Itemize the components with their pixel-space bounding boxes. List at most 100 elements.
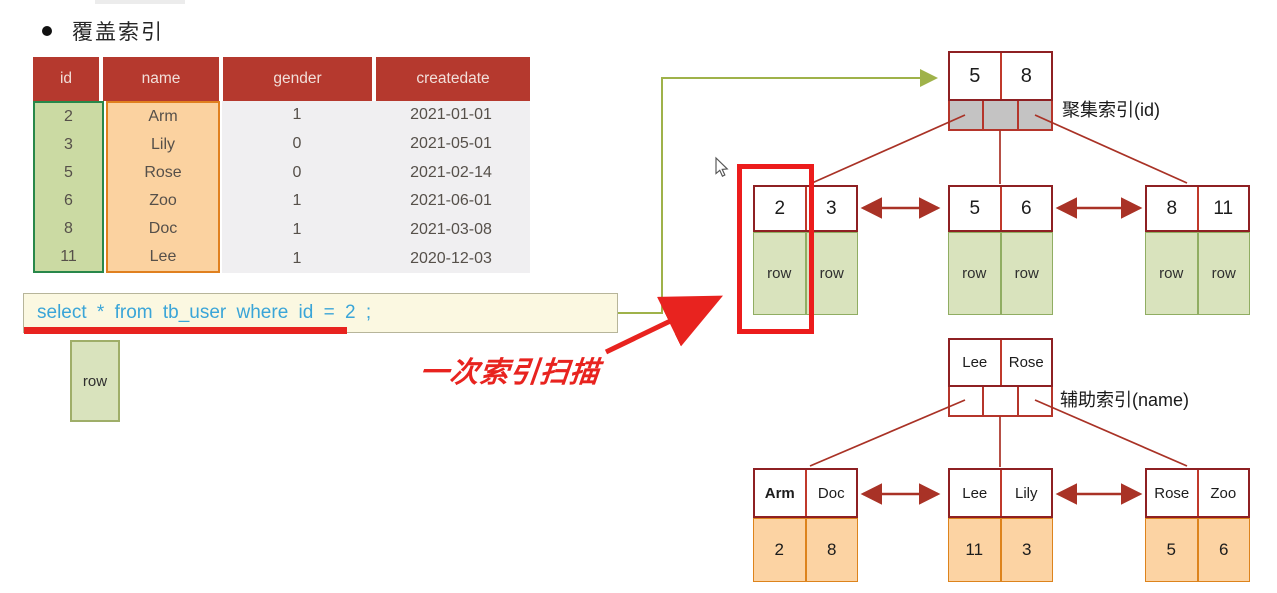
table-header-cell: id <box>33 57 99 101</box>
root-keys-row: Lee Rose <box>948 338 1053 387</box>
key-cell: 11 <box>1213 197 1234 219</box>
table-cell: 1 <box>292 249 302 267</box>
page-title: 覆盖索引 <box>72 21 164 44</box>
pointer-cell <box>950 387 985 415</box>
value-cell: 3 <box>1000 518 1053 582</box>
value-cell: 2 <box>753 518 806 582</box>
value-cell: row <box>1197 232 1250 315</box>
table-column-id: 2 3 5 6 8 11 <box>33 101 104 273</box>
value-cell: row <box>948 232 1001 315</box>
table-cell: 11 <box>60 248 77 265</box>
table-cell: 2 <box>64 108 73 125</box>
mouse-cursor-icon <box>715 156 729 177</box>
key-cell: 8 <box>1147 187 1199 230</box>
table-header-cell: createdate <box>376 57 530 101</box>
key-cell: Lily <box>1014 484 1038 502</box>
table-cell: Lee <box>149 248 177 265</box>
table-cell: 2020-12-03 <box>410 249 492 267</box>
tree-edge <box>1034 114 1188 184</box>
key-cell: 6 <box>1020 197 1032 219</box>
root-pointer-row <box>948 387 1053 417</box>
table-cell: Rose <box>144 164 182 181</box>
root-keys-row: 5 8 <box>948 51 1053 101</box>
leaf-keys-row: Arm Doc <box>753 468 858 518</box>
table-cell: 2021-01-01 <box>410 106 492 124</box>
key-cell: Lee <box>950 340 1002 385</box>
table-header-cell: gender <box>223 57 372 101</box>
table-cell: Doc <box>148 220 178 237</box>
table-cell: 1 <box>292 221 302 239</box>
value-cell: 5 <box>1145 518 1198 582</box>
table-cell: 1 <box>292 192 302 210</box>
key-cell: Doc <box>817 484 845 502</box>
leaf-keys-row: Lee Lily <box>948 468 1053 518</box>
tree-edge <box>811 114 966 184</box>
value-cell: row <box>1000 232 1053 315</box>
table-body-background <box>222 101 530 273</box>
search-result-highlight <box>737 164 814 334</box>
pointer-cell <box>984 387 1019 415</box>
key-cell: Zoo <box>1210 484 1237 502</box>
clustered-index-label: 聚集索引(id) <box>1062 100 1160 120</box>
secondary-root-node: Lee Rose <box>948 338 1053 417</box>
sql-query-text: select * from tb_user where id = 2 ; <box>37 302 372 323</box>
key-cell: Arm <box>755 470 807 516</box>
clustered-root-node: 5 8 <box>948 51 1053 131</box>
pointer-cell <box>1018 101 1051 129</box>
table-cell: 0 <box>292 135 302 152</box>
table-cell: 8 <box>64 220 73 237</box>
secondary-index-label: 辅助索引(name) <box>1060 390 1190 410</box>
table-cell: 2021-06-01 <box>410 192 492 210</box>
standalone-row-box: row <box>70 340 120 422</box>
leaf-keys-row: 8 11 <box>1145 185 1250 232</box>
title-row: 覆盖索引 <box>42 16 164 46</box>
sql-underline <box>24 327 347 334</box>
key-cell: Rose <box>1147 470 1199 516</box>
key-cell: 5 <box>950 53 1002 99</box>
table-cell: 5 <box>64 164 73 181</box>
leaf-keys-row: Rose Zoo <box>1145 468 1250 518</box>
value-cell: row <box>1145 232 1198 315</box>
table-cell: 2021-03-08 <box>410 221 492 239</box>
scan-annotation: 一次索引扫描 <box>418 357 602 389</box>
table-cell: 3 <box>64 136 73 153</box>
key-cell: 8 <box>1020 64 1032 87</box>
table-cell: 2021-05-01 <box>410 135 492 152</box>
table-cell: 2021-02-14 <box>410 163 492 181</box>
table-cell: Zoo <box>149 192 177 209</box>
pointer-cell <box>1018 387 1051 415</box>
pointer-cell <box>984 101 1019 129</box>
table-cell: 1 <box>292 106 302 124</box>
key-cell: Lee <box>950 470 1002 516</box>
key-cell: 5 <box>950 187 1002 230</box>
top-edge-remnant <box>95 0 185 4</box>
key-cell: Rose <box>1008 354 1044 371</box>
table-cell: Lily <box>150 136 175 153</box>
sql-query-box: select * from tb_user where id = 2 ; <box>23 293 618 333</box>
table-header-cell: name <box>103 57 219 101</box>
scan-annotation-arrow <box>604 295 724 355</box>
pointer-cell <box>950 101 985 129</box>
root-pointer-row <box>948 101 1053 131</box>
value-cell: 11 <box>948 518 1001 582</box>
table-cell: Arm <box>148 108 178 125</box>
table-cell: 6 <box>64 192 73 209</box>
value-cell: 6 <box>1197 518 1250 582</box>
value-cell: 8 <box>805 518 858 582</box>
tree-edge <box>809 399 966 467</box>
bullet-icon <box>42 26 52 36</box>
row-box-label: row <box>82 372 108 390</box>
